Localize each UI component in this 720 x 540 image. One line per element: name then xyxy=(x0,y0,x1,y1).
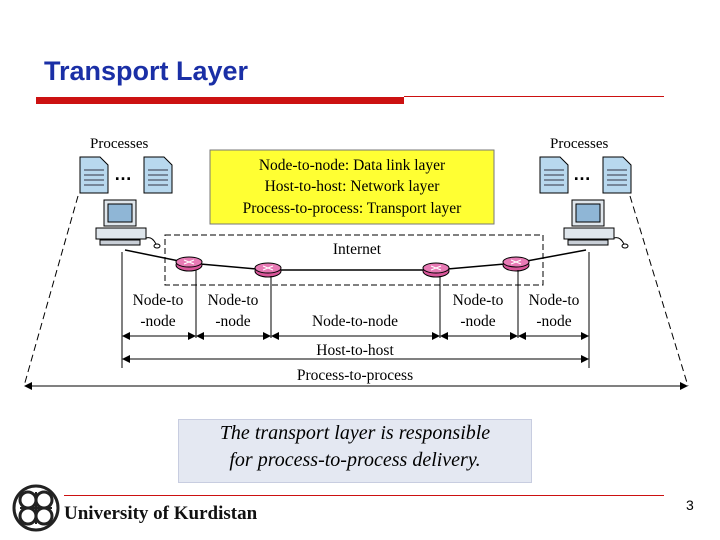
footer-university-name: University of Kurdistan xyxy=(64,503,258,524)
transport-layer-diagram: Processes Processes … … Node-to-node: Da… xyxy=(23,136,689,390)
segment-4-label-top: Node-to xyxy=(453,292,504,309)
university-logo-icon xyxy=(12,484,60,532)
segment-5-label-top: Node-to xyxy=(529,292,580,309)
left-process-document-icon xyxy=(143,156,173,194)
right-process-document-icon xyxy=(539,156,569,194)
right-process-boundary xyxy=(629,195,689,387)
right-processes-label: Processes xyxy=(550,136,608,152)
legend-line-data-link: Node-to-node: Data link layer xyxy=(259,157,446,174)
router-icon xyxy=(422,262,450,278)
internet-label: Internet xyxy=(333,241,382,258)
right-computer-icon xyxy=(563,199,629,249)
right-process-document-icon xyxy=(602,156,632,194)
segment-5-label-bottom: -node xyxy=(536,313,571,330)
router-icon xyxy=(254,262,282,278)
segment-2-label-bottom: -node xyxy=(215,313,250,330)
right-ellipsis: … xyxy=(573,164,591,184)
segment-1-label-top: Node-to xyxy=(133,292,184,309)
left-process-boundary xyxy=(23,195,79,387)
process-to-process-label: Process-to-process xyxy=(297,367,413,384)
page-number: 3 xyxy=(686,497,694,513)
legend-line-network: Host-to-host: Network layer xyxy=(265,178,441,195)
caption-box: The transport layer is responsible for p… xyxy=(178,419,532,483)
left-processes-label: Processes xyxy=(90,136,148,152)
legend-line-transport: Process-to-process: Transport layer xyxy=(243,200,463,217)
segment-1-label-bottom: -node xyxy=(140,313,175,330)
legend-box xyxy=(209,149,495,225)
left-process-document-icon xyxy=(79,156,109,194)
router-icon xyxy=(175,256,203,272)
caption-line-1: The transport layer is responsible xyxy=(219,422,491,444)
caption-line-2: for process-to-process delivery. xyxy=(229,449,481,471)
segment-separators xyxy=(121,252,590,368)
title-underline-thick xyxy=(36,97,404,104)
internet-cloud-box xyxy=(164,234,544,286)
segment-3-label: Node-to-node xyxy=(312,313,398,330)
router-icon xyxy=(502,256,530,272)
segment-4-label-bottom: -node xyxy=(460,313,495,330)
host-to-host-label: Host-to-host xyxy=(316,342,394,359)
footer-rule xyxy=(64,495,664,496)
slide-title: Transport Layer xyxy=(44,56,249,86)
left-ellipsis: … xyxy=(114,164,132,184)
segment-2-label-top: Node-to xyxy=(208,292,259,309)
title-underline-thin xyxy=(404,96,664,97)
left-computer-icon xyxy=(95,199,161,249)
